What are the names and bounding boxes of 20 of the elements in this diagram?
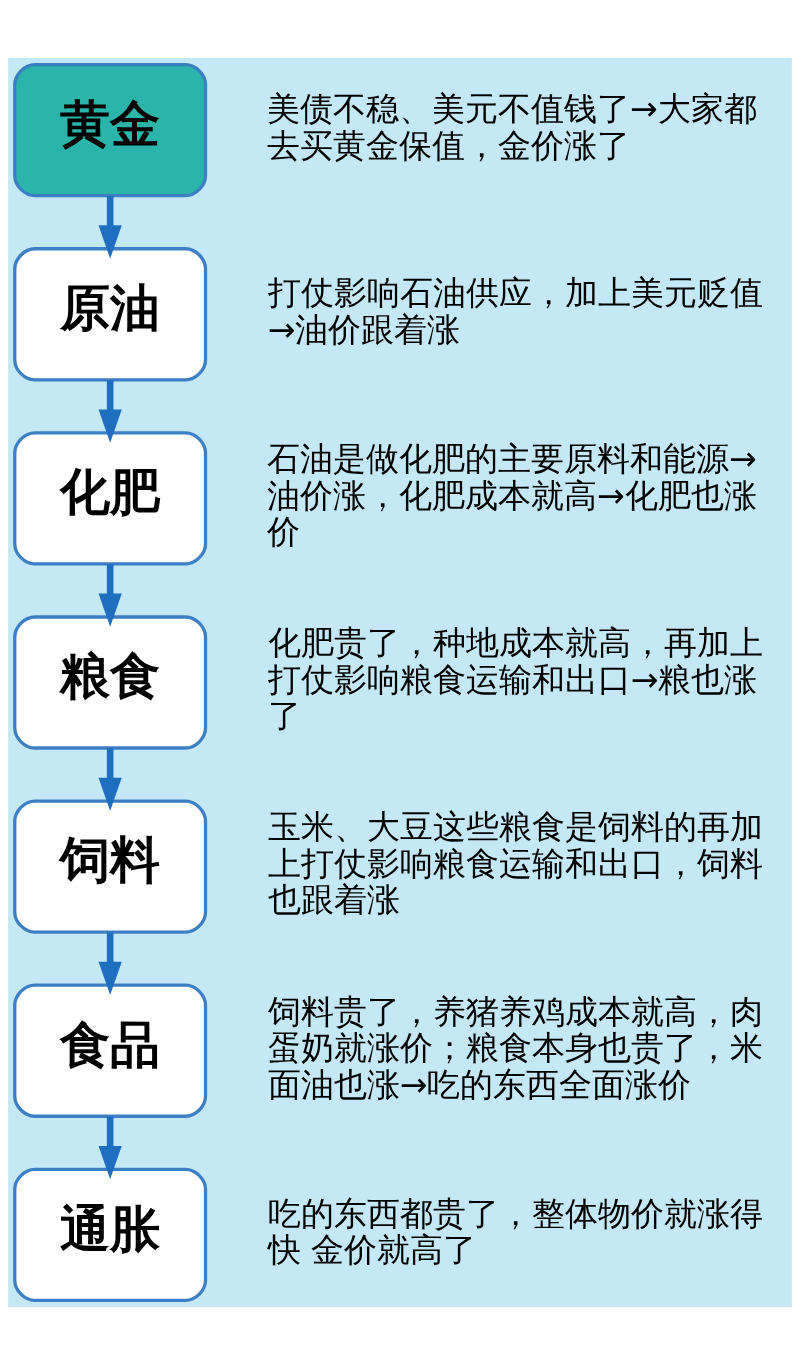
arrow xyxy=(98,932,122,995)
arrow xyxy=(98,1116,122,1179)
arrow xyxy=(98,563,122,627)
node-box: 化肥 xyxy=(13,430,208,566)
node-box: 黄金 xyxy=(13,62,208,197)
node-label: 打仗影响石油供应，加上美元贬值→油价跟着涨 xyxy=(267,272,763,349)
node-label: 玉米、大豆这些粮食是饲料的再加上打仗影响粮食运输和出口，饲料也跟着涨 xyxy=(267,806,763,919)
node-box: 食品 xyxy=(13,983,208,1118)
node-label: 石油是做化肥的主要原料和能源→油价涨，化肥成本就高→化肥也涨价 xyxy=(266,438,757,551)
node-box: 饲料 xyxy=(13,798,208,934)
arrow xyxy=(98,747,122,811)
arrow xyxy=(98,195,122,259)
node-label: 美债不稳、美元不值钱了→大家都去买黄金保值，金价涨了 xyxy=(266,88,757,165)
node-label: 饲料贵了，养猪养鸡成本就高，肉蛋奶就涨价；粮食本身也贵了，米面油也涨→吃的东西全面涨价 xyxy=(267,991,763,1104)
node-label: 化肥贵了，种地成本就高，再加上打仗影响粮食运输和出口→粮也涨了 xyxy=(267,622,763,735)
node-box: 通胀 xyxy=(13,1167,208,1302)
node-box: 粮食 xyxy=(13,614,208,750)
node-box: 原油 xyxy=(13,246,208,381)
node-label: 吃的东西都贵了，整体物价就涨得快 金价就高了 xyxy=(267,1193,763,1269)
arrow xyxy=(98,379,122,443)
